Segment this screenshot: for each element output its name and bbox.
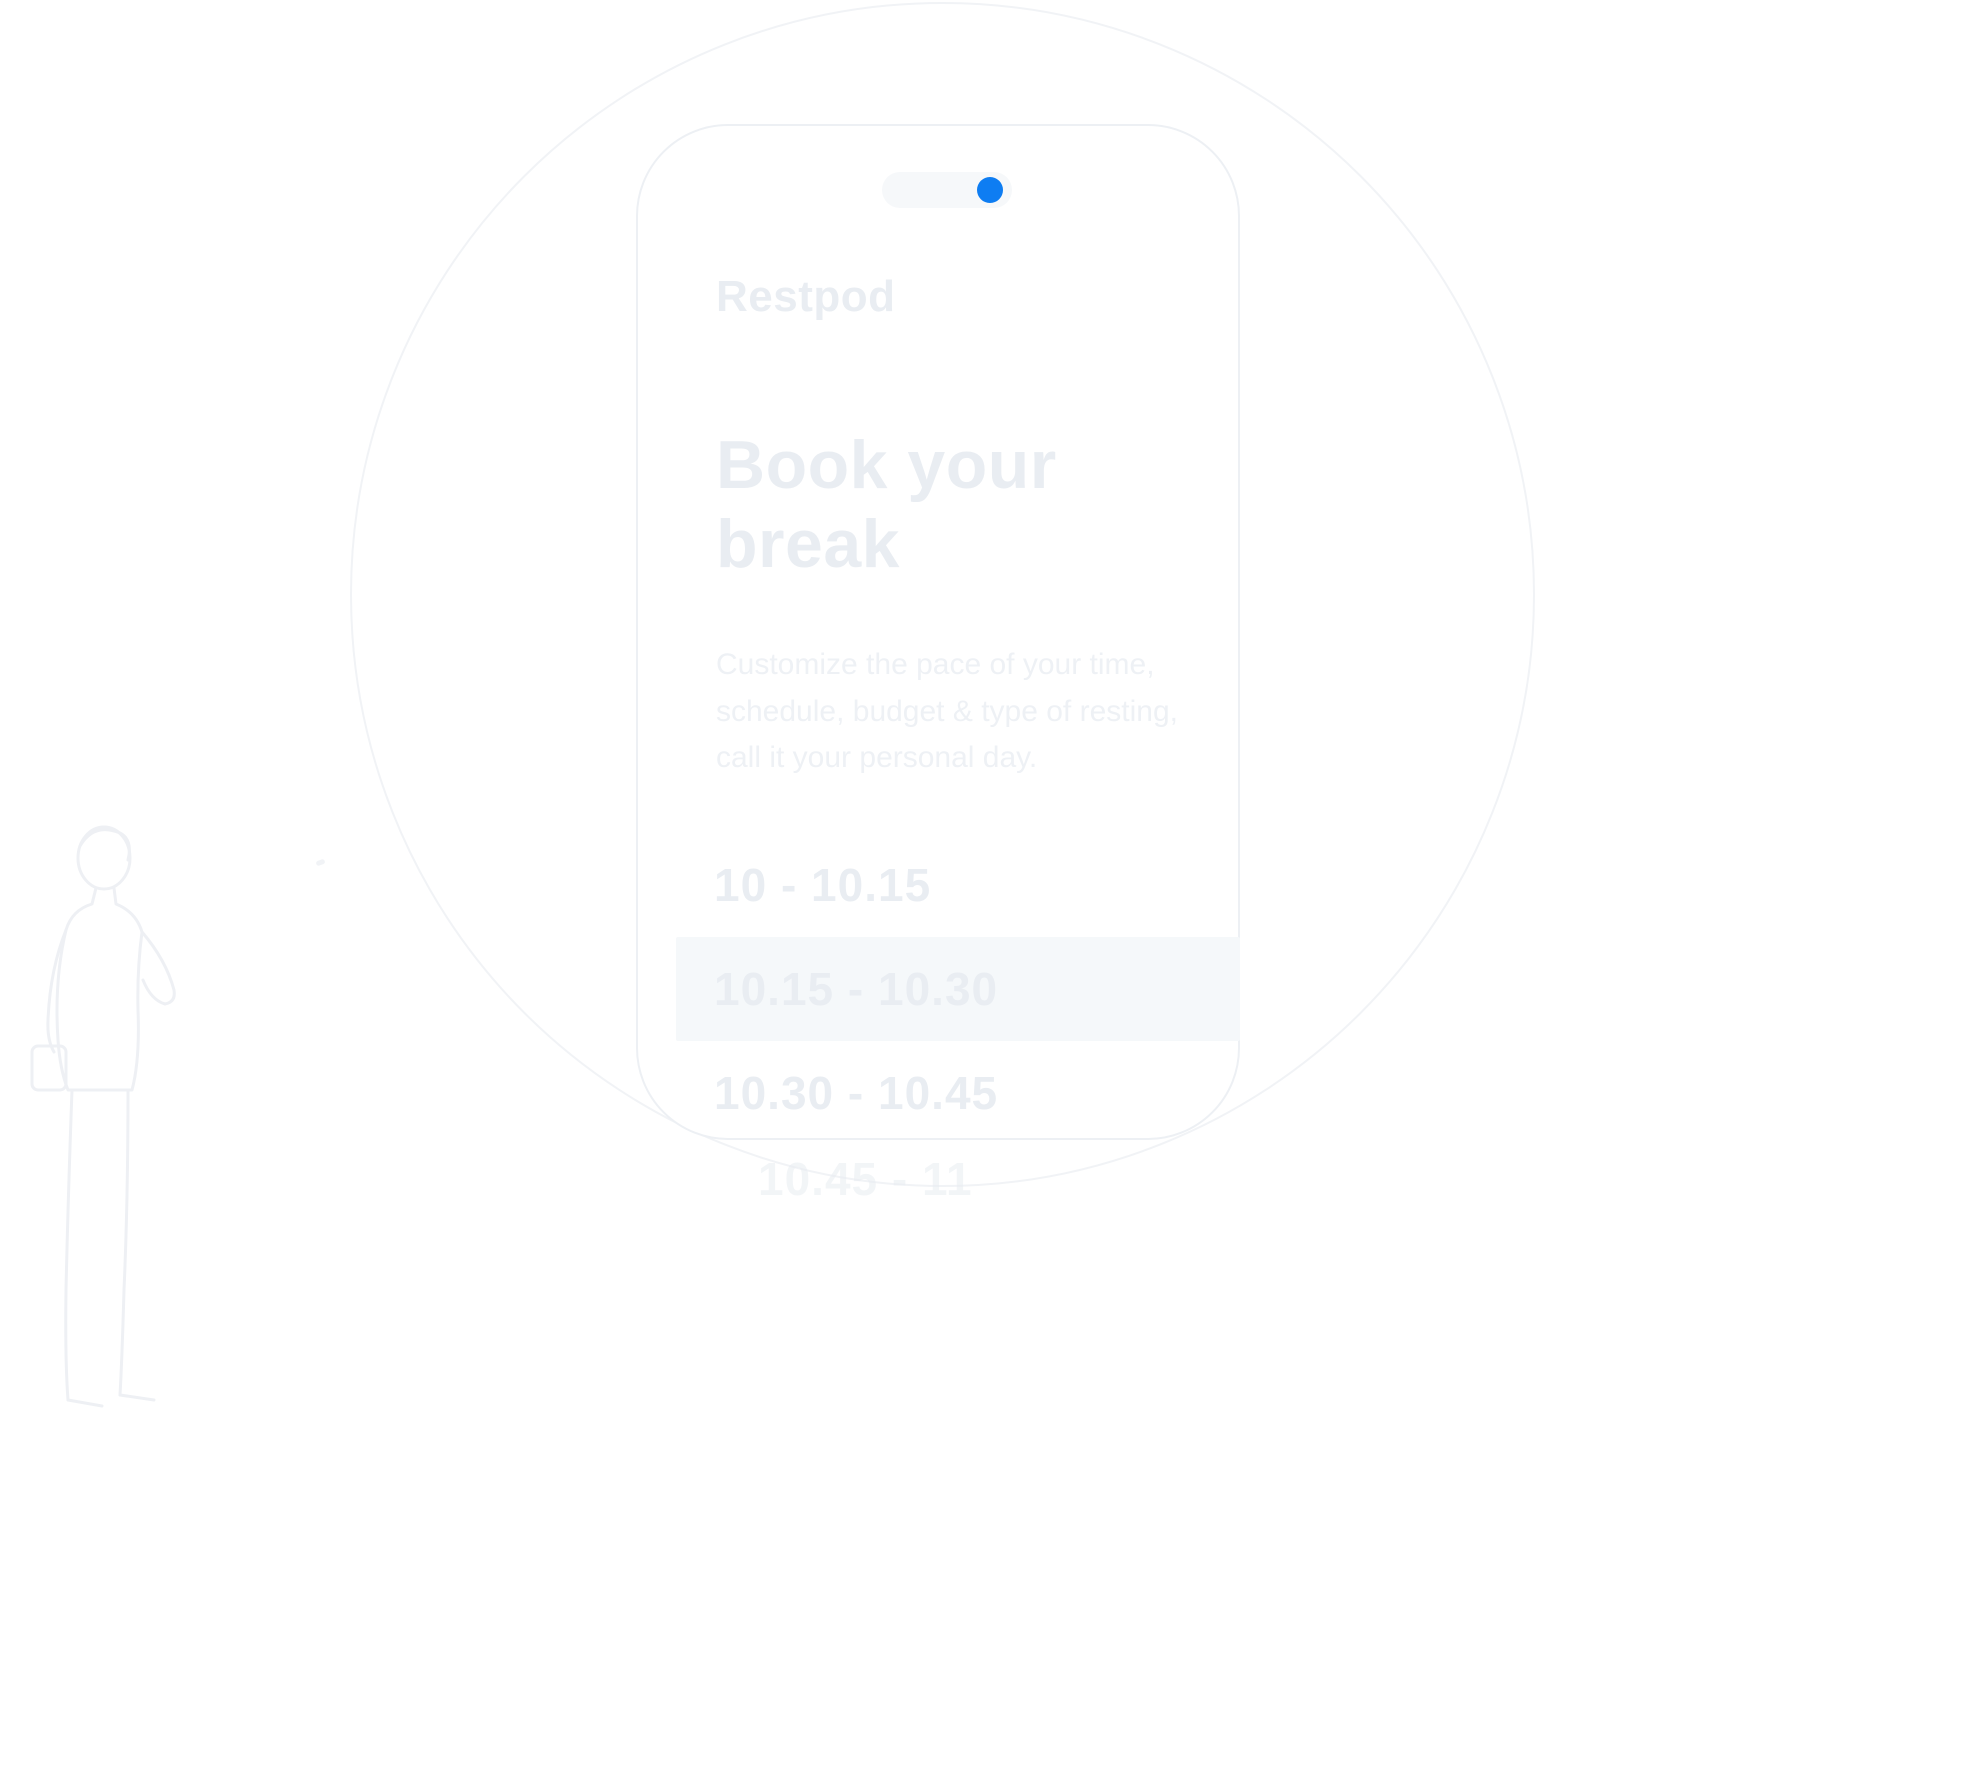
decorative-speck	[315, 858, 326, 867]
time-slot[interactable]: 10.30 - 10.45	[714, 1067, 999, 1119]
time-slot[interactable]: 10.45 - 11	[758, 1153, 973, 1205]
camera-dot	[977, 177, 1003, 203]
app-brand: Restpod	[716, 272, 896, 321]
time-slot[interactable]: 10 - 10.15	[714, 859, 932, 911]
phone-notch	[882, 172, 1012, 208]
person-illustration	[30, 825, 176, 1408]
phone-mockup: Restpod Book your break Customize the pa…	[636, 124, 1240, 1140]
person-head	[76, 825, 132, 891]
background-circle	[350, 2, 1535, 1187]
time-slot-selected[interactable]: 10.15 - 10.30	[676, 937, 1240, 1041]
time-slot-list: 10 - 10.15 10.15 - 10.30 10.30 - 10.45	[638, 833, 1240, 1145]
page-title: Book your break	[716, 427, 1057, 582]
description-text: Customize the pace of your time, schedul…	[716, 648, 1178, 774]
